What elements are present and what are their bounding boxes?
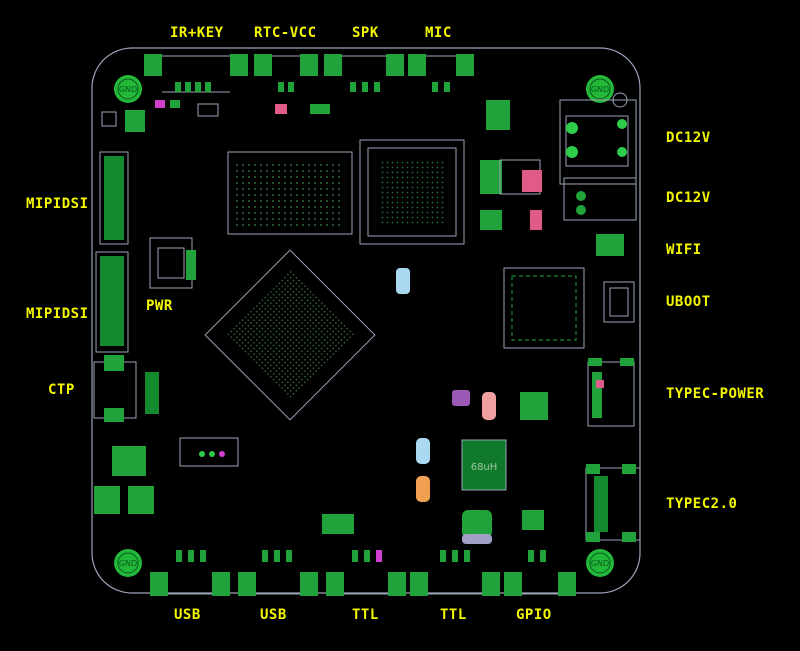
ddr-memory-chip [227, 151, 353, 235]
connector-spk [324, 54, 404, 92]
smd-part [275, 104, 287, 114]
mount-hole-label: GND [119, 559, 137, 568]
smd-part [112, 446, 146, 476]
connector-mipidsi-1 [99, 151, 129, 245]
smd-part [94, 486, 120, 514]
label-mipidsi-2: MIPIDSI [26, 306, 89, 322]
label-pwr: PWR [146, 298, 173, 314]
mount-hole-label: GND [119, 85, 137, 94]
connector-usb-1 [150, 550, 230, 596]
connector-gpio [504, 550, 576, 596]
smd-part [452, 390, 470, 406]
connector-mic [408, 54, 474, 92]
smd-part [101, 111, 117, 127]
smd-part [179, 437, 239, 467]
label-ir-key: IR+KEY [170, 25, 224, 41]
smd-part [170, 100, 180, 108]
mount-hole-top-right: GND [586, 75, 614, 103]
label-dc12v-1: DC12V [666, 130, 711, 146]
label-mic: MIC [425, 25, 452, 41]
label-typec20: TYPEC2.0 [666, 496, 738, 512]
capacitor [416, 476, 430, 502]
usb-c-data-connector [585, 464, 641, 542]
connector-ttl-1 [326, 550, 406, 596]
smd-part [522, 510, 544, 530]
pwr-button-footprint [149, 237, 196, 289]
connector-usb-2 [238, 550, 318, 596]
connector-ir-key [144, 54, 248, 93]
smd-part [462, 510, 492, 538]
connector-rtc-vcc [254, 54, 318, 92]
capacitor [416, 438, 430, 464]
label-typec-power: TYPEC-POWER [666, 386, 765, 402]
capacitor [396, 268, 410, 294]
label-usb-1: USB [174, 607, 201, 623]
smd-part [520, 392, 548, 420]
board-outline [91, 47, 641, 594]
dc-jack [559, 92, 637, 185]
connector-mipidsi-2 [95, 251, 129, 353]
label-ttl-1: TTL [352, 607, 379, 623]
smd-part [522, 170, 542, 192]
smd-part [462, 534, 492, 544]
smd-part [480, 210, 502, 230]
label-mipidsi-1: MIPIDSI [26, 196, 89, 212]
label-spk: SPK [352, 25, 379, 41]
smd-part [530, 210, 542, 230]
mount-hole-label: GND [591, 85, 609, 94]
mount-hole-top-left: GND [114, 75, 142, 103]
usb-c-power-connector [587, 358, 635, 427]
smd-part [322, 514, 354, 534]
label-ttl-2: TTL [440, 607, 467, 623]
connector-ttl-2 [410, 550, 500, 596]
inductor-68uh: 68uH [461, 439, 507, 491]
label-ctp: CTP [48, 382, 75, 398]
smd-part [125, 110, 145, 132]
smd-part [128, 486, 154, 514]
smd-part [482, 392, 496, 420]
smd-part [197, 103, 219, 117]
uboot-button-footprint [603, 281, 635, 323]
label-dc12v-2: DC12V [666, 190, 711, 206]
inductor [480, 160, 502, 194]
inductor-value-label: 68uH [471, 462, 498, 473]
label-wifi: WIFI [666, 242, 702, 258]
wifi-module [503, 267, 585, 349]
label-gpio: GPIO [516, 607, 552, 623]
dc-jack-2 [563, 177, 637, 221]
label-uboot: UBOOT [666, 294, 711, 310]
smd-part [155, 100, 165, 108]
mount-hole-bottom-right: GND [586, 549, 614, 577]
smd-part [486, 100, 510, 130]
smd-part [310, 104, 330, 114]
connector-ctp [93, 355, 159, 422]
mount-hole-label: GND [591, 559, 609, 568]
mount-hole-bottom-left: GND [114, 549, 142, 577]
main-soc [204, 249, 376, 421]
wifi-antenna-pad [596, 234, 624, 256]
label-rtc-vcc: RTC-VCC [254, 25, 317, 41]
emmc-chip [359, 139, 465, 245]
label-usb-2: USB [260, 607, 287, 623]
